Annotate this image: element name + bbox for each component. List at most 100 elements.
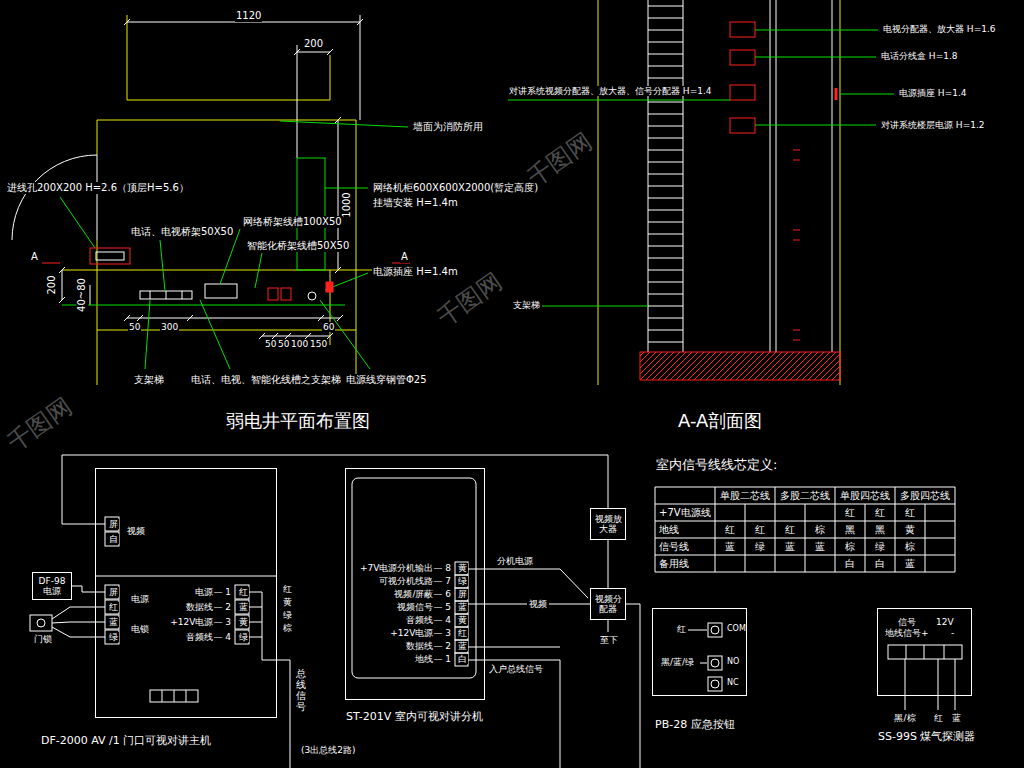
annotation-label: 红 — [457, 628, 468, 638]
wiring-diagram — [608, 604, 640, 768]
wall-line — [97, 240, 98, 385]
annotation-label: 音频线— 4 — [405, 615, 452, 625]
annotation-label: COM — [726, 624, 747, 633]
annotation-label: 入户总线信号 — [488, 664, 544, 674]
annotation-label: 单股四芯线 — [839, 490, 891, 502]
annotation-label: 分机电源 — [496, 556, 534, 566]
leader-line — [60, 121, 408, 369]
annotation-label: 室内信号线线芯定义: — [655, 458, 778, 473]
annotation-label: 支架梯 — [512, 300, 541, 310]
wiring-diagram — [655, 487, 955, 572]
annotation-label: 电源— 1 — [194, 587, 232, 597]
box-text: 视频放大器 — [593, 514, 623, 535]
device-box — [730, 118, 755, 133]
annotation-label: 网络桥架线槽100X50 — [242, 216, 343, 228]
annotation-label: 蓝 — [951, 713, 962, 723]
annotation-label: 黑 — [844, 524, 856, 536]
annotation-label: 电视分配器、放大器 H=1.6 — [882, 24, 996, 34]
annotation-label: 红 — [676, 624, 687, 634]
wiring-diagram — [105, 532, 119, 546]
box-text: DF-98 电源 — [35, 576, 69, 597]
wiring-diagram — [711, 626, 719, 634]
annotation-label: 100 — [290, 339, 309, 349]
annotation-label: 地线— 1 — [414, 654, 452, 664]
wiring-diagram — [162, 690, 186, 702]
wiring-diagram — [455, 614, 468, 627]
annotation-label: 200 — [46, 274, 58, 295]
device-caption: ST-201V 室内可视对讲分机 — [346, 711, 483, 724]
annotation-label: 屏 — [108, 587, 119, 597]
annotation-label: 电源插座 H=1.4m — [372, 266, 459, 278]
box-text: 视频分配器 — [593, 594, 623, 615]
signal-wire — [72, 586, 95, 592]
device-box: ST-201V 室内可视对讲分机 — [345, 468, 485, 700]
annotation-label: 绿 — [238, 632, 249, 642]
annotation-label: 黑 — [874, 524, 886, 536]
wiring-diagram — [468, 647, 560, 768]
device-box — [730, 50, 755, 65]
leader-line — [280, 121, 408, 127]
annotation-label: 12V — [935, 617, 955, 627]
annotation-label: 棕 — [904, 541, 916, 553]
dimension-line — [294, 45, 333, 158]
annotation-label: 对讲系统视频分配器、放大器、信号分配器 H=1.4 — [508, 86, 712, 96]
wall-line — [97, 120, 127, 155]
dimension-line — [12, 155, 97, 240]
wiring-diagram — [235, 615, 249, 629]
signal-wire — [62, 455, 608, 524]
annotation-label: 50 — [264, 339, 277, 349]
annotation-label: 地线信号+ — [884, 628, 930, 638]
wiring-diagram — [235, 600, 249, 614]
annotation-label: 蓝 — [724, 541, 736, 553]
annotation-label: A — [400, 251, 409, 263]
annotation-label: 红 — [282, 584, 293, 594]
annotation-label: 黄 — [282, 597, 293, 607]
annotation-label: 200 — [303, 38, 324, 50]
wiring-diagram — [905, 659, 955, 710]
wiring-diagram — [745, 504, 925, 572]
wiring-diagram — [468, 604, 485, 605]
annotation-label: - — [950, 628, 955, 638]
wiring-diagram — [888, 645, 962, 659]
annotation-label: 棕 — [282, 623, 293, 633]
annotation-label: 电锁 — [130, 624, 150, 634]
section-drawing — [508, 0, 894, 385]
annotation-label: 白 — [457, 654, 468, 664]
wiring-diagram — [455, 627, 468, 640]
device-box — [730, 22, 755, 37]
device-box — [835, 88, 838, 100]
dimension-line — [90, 285, 91, 305]
annotation-label: 棕 — [844, 541, 856, 553]
device-box — [730, 85, 755, 100]
annotation-label: +12V电源— 3 — [169, 617, 232, 627]
device-box — [730, 22, 836, 133]
annotation-label: 50 — [128, 322, 141, 332]
annotation-label: 红 — [784, 524, 796, 536]
annotation-label: 多股四芯线 — [899, 490, 951, 502]
leader-line — [160, 240, 165, 291]
dimension-line — [150, 291, 182, 299]
module-box: 视频放大器 — [590, 508, 626, 540]
dimension-line — [59, 267, 65, 303]
annotation-label: 地线 — [658, 524, 680, 536]
annotation-label: 电源线穿钢管Φ25 — [345, 374, 428, 386]
annotation-label: 1120 — [235, 10, 262, 22]
device-box: SS-99S 煤气探测器 — [877, 608, 972, 696]
door-lock — [30, 615, 52, 631]
wiring-diagram — [52, 607, 105, 637]
annotation-label: 电源插座 H=1.4 — [898, 88, 967, 98]
wiring-diagram — [30, 478, 962, 768]
annotation-label: 红 — [933, 713, 944, 723]
annotation-label: +7V电源分机输出— 8 — [359, 563, 452, 573]
module-box: DF-98 电源 — [32, 572, 72, 600]
wire-label: 视频 — [527, 599, 549, 609]
leader-line — [62, 305, 345, 306]
vertical-label: 总线信号 — [296, 668, 306, 712]
annotation-label: 蓝 — [457, 641, 468, 651]
annotation-label: 墙面为消防所用 — [412, 121, 484, 133]
wall-line — [598, 0, 840, 385]
annotation-label: 40~80 — [76, 277, 88, 313]
annotation-label: NC — [726, 678, 740, 687]
annotation-label: 黑/蓝/绿 — [660, 657, 695, 667]
wiring-diagram — [711, 680, 719, 688]
